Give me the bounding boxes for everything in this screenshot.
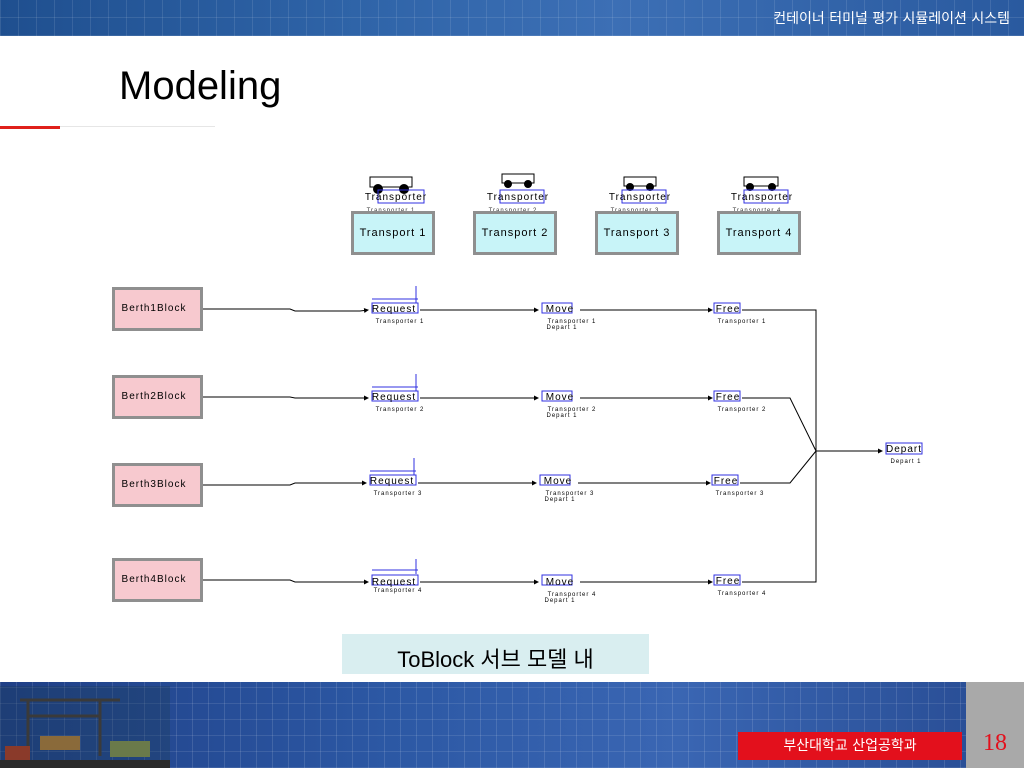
berth-block-4[interactable]: Berth4Block	[112, 558, 203, 602]
free-sublabel: Transporter 4	[718, 591, 767, 597]
request-module-label: Request	[372, 577, 416, 588]
transporter-vehicle-icon	[623, 176, 657, 191]
free-sublabel: Transporter 1	[718, 319, 767, 325]
berth-row-1: Berth1Block Request Transporter 1 Move T…	[112, 286, 767, 331]
move-sublabel: Transporter 2	[548, 407, 597, 413]
berth-block-label: Berth1Block	[122, 303, 187, 314]
togblock-submodel-diagram: Transporter Transporter 1 Transport 1 Tr…	[112, 173, 923, 604]
move-destination: Depart 1	[544, 497, 575, 503]
berth-block-label: Berth3Block	[122, 479, 187, 490]
title-underline	[60, 126, 215, 127]
move-destination: Depart 1	[544, 598, 575, 604]
transporter-vehicle-icon	[743, 176, 779, 191]
move-module-label: Move	[546, 304, 574, 315]
move-destination: Depart 1	[546, 413, 577, 419]
transporter-label: Transporter	[365, 192, 427, 203]
free-module-label: Free	[714, 476, 739, 487]
move-module-label: Move	[546, 392, 574, 403]
transporter-label: Transporter	[731, 192, 793, 203]
request-module-label: Request	[372, 392, 416, 403]
banner-title: 컨테이너 터미널 평가 시뮬레이션 시스템	[773, 11, 1010, 27]
depart-connectors	[740, 309, 883, 583]
transporter-vehicle-icon	[501, 173, 535, 188]
transport-box-label: Transport 1	[360, 227, 427, 239]
move-destination: Depart 1	[546, 325, 577, 331]
footer-side-panel	[966, 682, 1024, 768]
berth-block-1[interactable]: Berth1Block	[112, 287, 203, 331]
depart-module[interactable]: Depart Depart 1	[885, 442, 923, 465]
depart-sublabel: Depart 1	[890, 459, 921, 465]
berth-block-3[interactable]: Berth3Block	[112, 463, 203, 507]
transporter-unit-3[interactable]: Transporter Transporter 3 Transport 3	[595, 176, 679, 255]
free-module-label: Free	[716, 304, 741, 315]
transporter-label: Transporter	[487, 192, 549, 203]
request-sublabel: Transporter 4	[374, 588, 423, 594]
organization-label: 부산대학교 산업공학과	[738, 732, 962, 760]
transport-box-label: Transport 4	[726, 227, 793, 239]
free-module-label: Free	[716, 576, 741, 587]
berth-block-label: Berth4Block	[122, 574, 187, 585]
free-sublabel: Transporter 3	[716, 491, 765, 497]
transport-box-label: Transport 2	[482, 227, 549, 239]
berth-block-2[interactable]: Berth2Block	[112, 375, 203, 419]
move-sublabel: Transporter 3	[546, 491, 595, 497]
request-module-label: Request	[372, 304, 416, 315]
transporter-unit-2[interactable]: Transporter Transporter 2 Transport 2	[473, 173, 557, 255]
container-crane-image	[0, 686, 170, 768]
transporter-unit-4[interactable]: Transporter Transporter 4 Transport 4	[717, 176, 801, 255]
title-underline-accent	[0, 126, 60, 129]
move-module-label: Move	[546, 577, 574, 588]
request-sublabel: Transporter 1	[376, 319, 425, 325]
depart-label: Depart	[886, 444, 922, 455]
transporter-vehicle-icon	[369, 176, 413, 194]
caption-box: ToBlock 서브 모델 내	[342, 634, 649, 674]
transport-box-label: Transport 3	[604, 227, 671, 239]
move-module-label: Move	[544, 476, 572, 487]
request-sublabel: Transporter 3	[374, 491, 423, 497]
move-sublabel: Transporter 1	[548, 319, 597, 325]
request-module-label: Request	[370, 476, 414, 487]
caption-text: ToBlock 서브 모델 내	[397, 647, 594, 672]
free-module-label: Free	[716, 392, 741, 403]
berth-row-2: Berth2Block Request Transporter 2 Move T…	[112, 374, 767, 419]
page-number: 18	[983, 730, 1007, 756]
transporter-label: Transporter	[609, 192, 671, 203]
berth-row-3: Berth3Block Request Transporter 3 Move T…	[112, 458, 765, 507]
berth-row-4: Berth4Block Request Transporter 4 Move T…	[112, 558, 767, 604]
transporter-unit-1[interactable]: Transporter Transporter 1 Transport 1	[351, 176, 435, 255]
free-sublabel: Transporter 2	[718, 407, 767, 413]
slide-title: Modeling	[119, 64, 282, 108]
request-sublabel: Transporter 2	[376, 407, 425, 413]
top-banner: 컨테이너 터미널 평가 시뮬레이션 시스템	[0, 0, 1024, 36]
move-sublabel: Transporter 4	[548, 592, 597, 598]
berth-block-label: Berth2Block	[122, 391, 187, 402]
